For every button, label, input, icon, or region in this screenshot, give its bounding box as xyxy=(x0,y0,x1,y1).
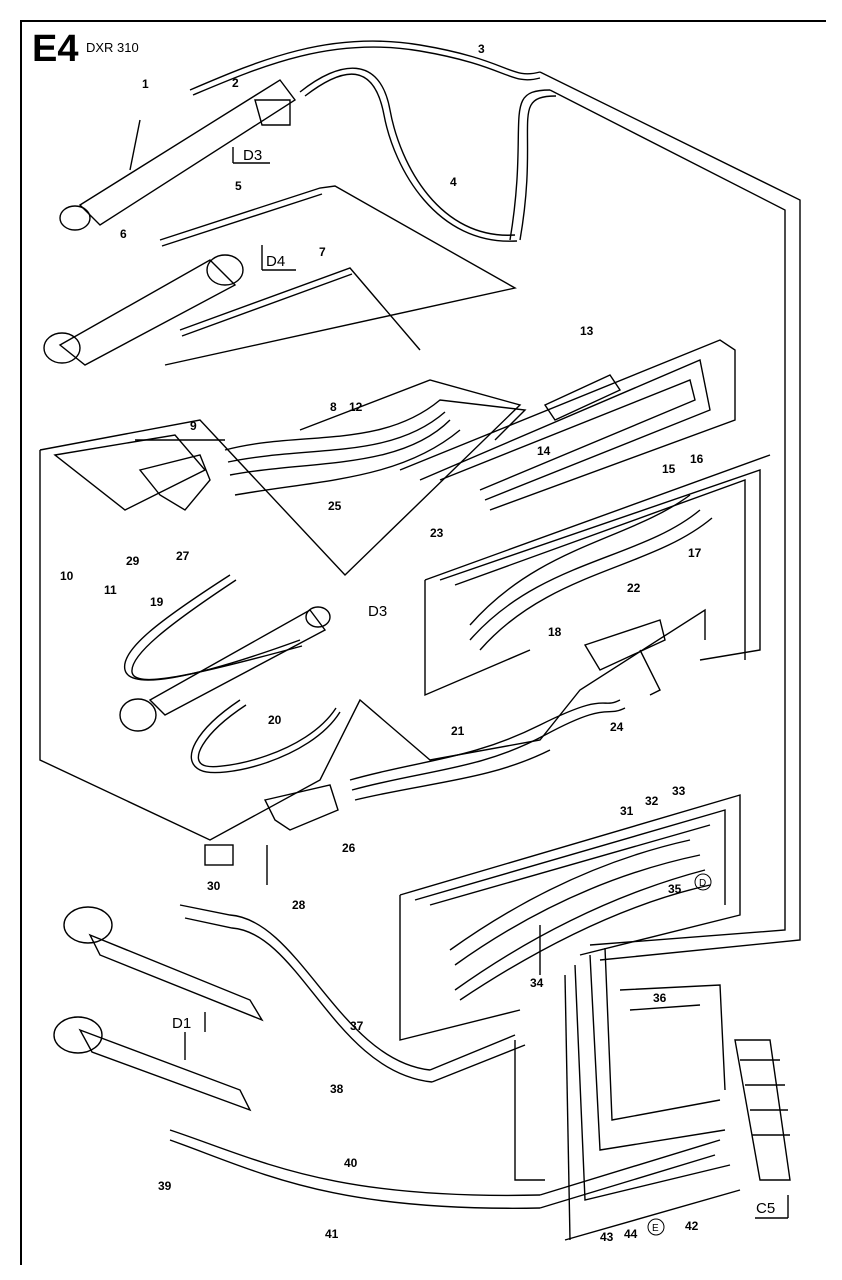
section-label-d3-top: D3 xyxy=(243,147,262,164)
part-number: 36 xyxy=(653,991,667,1005)
section-label-d1: D1 xyxy=(172,1015,191,1032)
part-number: 16 xyxy=(690,452,704,466)
part-number: 35 xyxy=(668,882,682,896)
part-number: 1 xyxy=(142,77,149,91)
part-number: 32 xyxy=(645,794,659,808)
hose-3 xyxy=(189,40,541,91)
section-label-d4: D4 xyxy=(266,253,285,270)
circle-marker-d-label: D xyxy=(699,878,706,889)
part-number: 20 xyxy=(268,713,282,727)
part-number: 9 xyxy=(190,419,197,433)
part-number: 6 xyxy=(120,227,127,241)
part-number: 13 xyxy=(580,324,594,338)
part-number: 25 xyxy=(328,499,342,513)
part-number: 40 xyxy=(344,1156,358,1170)
part-number: 7 xyxy=(319,245,326,259)
part-number: 31 xyxy=(620,804,634,818)
part-number: 44 xyxy=(624,1227,638,1241)
part-number: 23 xyxy=(430,526,444,540)
part-number: 22 xyxy=(627,581,641,595)
part-number: 17 xyxy=(688,546,702,560)
section-D3-outline xyxy=(39,450,706,841)
section-label-c5: C5 xyxy=(756,1200,775,1217)
part-number: 4 xyxy=(450,175,457,189)
part-number: 33 xyxy=(672,784,686,798)
hose-3-inner xyxy=(192,46,541,96)
circle-marker-e xyxy=(647,1218,665,1236)
part-number: 11 xyxy=(104,583,117,597)
part-number: 18 xyxy=(548,625,562,639)
model-label: DXR 310 xyxy=(86,40,139,55)
part-number: 38 xyxy=(330,1082,344,1096)
part-number: 8 xyxy=(330,400,337,414)
part-number: 21 xyxy=(451,724,465,738)
part-number: 42 xyxy=(685,1219,699,1233)
part-number: 29 xyxy=(126,554,140,568)
part-number: 39 xyxy=(158,1179,172,1193)
page-code: E4 xyxy=(32,28,79,70)
part-number: 30 xyxy=(207,879,221,893)
frame-left-line xyxy=(20,20,22,1265)
part-number: 27 xyxy=(176,549,190,563)
part-number: 10 xyxy=(60,569,74,583)
part-number: 34 xyxy=(530,976,544,990)
circle-marker-d xyxy=(694,873,712,891)
part-number: 19 xyxy=(150,595,164,609)
part-number: 14 xyxy=(537,444,551,458)
drawing-lines xyxy=(39,40,801,1241)
circle-marker-e-label: E xyxy=(652,1223,659,1234)
part-number: 41 xyxy=(325,1227,339,1241)
part-number: 24 xyxy=(610,720,624,734)
part-number: 28 xyxy=(292,898,306,912)
part-number: 12 xyxy=(349,400,363,414)
frame-top-line xyxy=(20,20,826,22)
part-number: 15 xyxy=(662,462,676,476)
part-number: 2 xyxy=(232,76,239,90)
part-number: 5 xyxy=(235,179,242,193)
hose-4 xyxy=(304,73,518,242)
section-label-d3-middle: D3 xyxy=(368,603,387,620)
part-number: 26 xyxy=(342,841,356,855)
part-number: 3 xyxy=(478,42,485,56)
part-number: 37 xyxy=(350,1019,364,1033)
part-number: 43 xyxy=(600,1230,614,1244)
